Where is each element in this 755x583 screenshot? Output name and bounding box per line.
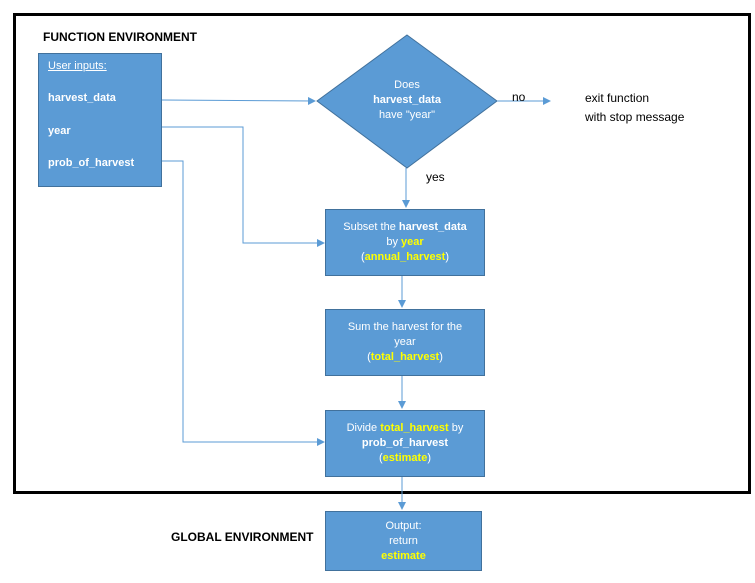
input-prob-of-harvest: prob_of_harvest bbox=[48, 157, 135, 169]
decision-line-1: Does bbox=[394, 78, 420, 91]
divide-step-box: Divide total_harvest by prob_of_harvest … bbox=[325, 410, 485, 477]
decision-line-3: have "year" bbox=[378, 108, 436, 121]
branch-label-yes: yes bbox=[426, 170, 445, 184]
divide-pre-text: Divide bbox=[346, 422, 381, 434]
divide-var-prob: prob_of_harvest bbox=[361, 437, 449, 449]
subset-pre-text: Subset the bbox=[343, 221, 399, 233]
output-box: Output: return estimate bbox=[325, 511, 482, 571]
subset-var-harvest-data: harvest_data bbox=[398, 221, 467, 233]
decision-diamond bbox=[316, 34, 498, 169]
output-line-1: Output: bbox=[385, 519, 422, 532]
arrow-harvest-data-to-decision bbox=[161, 96, 316, 105]
divide-by-text: by bbox=[448, 422, 464, 434]
exit-line-1: exit function bbox=[585, 91, 650, 105]
user-inputs-box: User inputs: harvest_data year prob_of_h… bbox=[38, 53, 162, 187]
subset-var-year: year bbox=[401, 236, 424, 248]
sum-line-1: Sum the harvest for the bbox=[347, 321, 463, 333]
divide-var-total-harvest: total_harvest bbox=[380, 422, 449, 434]
divide-result: estimate bbox=[382, 452, 428, 464]
output-result: estimate bbox=[381, 549, 426, 562]
sum-step-box: Sum the harvest for the year (total_harv… bbox=[325, 309, 485, 376]
subset-by-text: by bbox=[386, 236, 402, 248]
subset-result: annual_harvest bbox=[364, 251, 446, 263]
exit-line-2: with stop message bbox=[585, 110, 685, 124]
arrow-year-to-subset bbox=[162, 126, 325, 247]
output-line-2: return bbox=[389, 534, 418, 547]
global-environment-heading: GLOBAL ENVIRONMENT bbox=[171, 530, 314, 544]
sum-result: total_harvest bbox=[370, 351, 440, 363]
input-year: year bbox=[48, 125, 71, 137]
user-inputs-title: User inputs: bbox=[48, 60, 107, 72]
arrow-prob-to-divide bbox=[162, 160, 325, 446]
function-environment-heading: FUNCTION ENVIRONMENT bbox=[43, 30, 197, 44]
subset-step-box: Subset the harvest_data by year (annual_… bbox=[325, 209, 485, 276]
function-environment-frame bbox=[13, 13, 751, 494]
sum-line-2: year bbox=[394, 336, 416, 348]
decision-line-2: harvest_data bbox=[373, 93, 441, 106]
exit-text: exit function with stop message bbox=[585, 89, 684, 127]
input-harvest-data: harvest_data bbox=[48, 92, 116, 104]
branch-label-no: no bbox=[512, 90, 526, 104]
decision-text: Does harvest_data have "year" bbox=[347, 70, 467, 130]
